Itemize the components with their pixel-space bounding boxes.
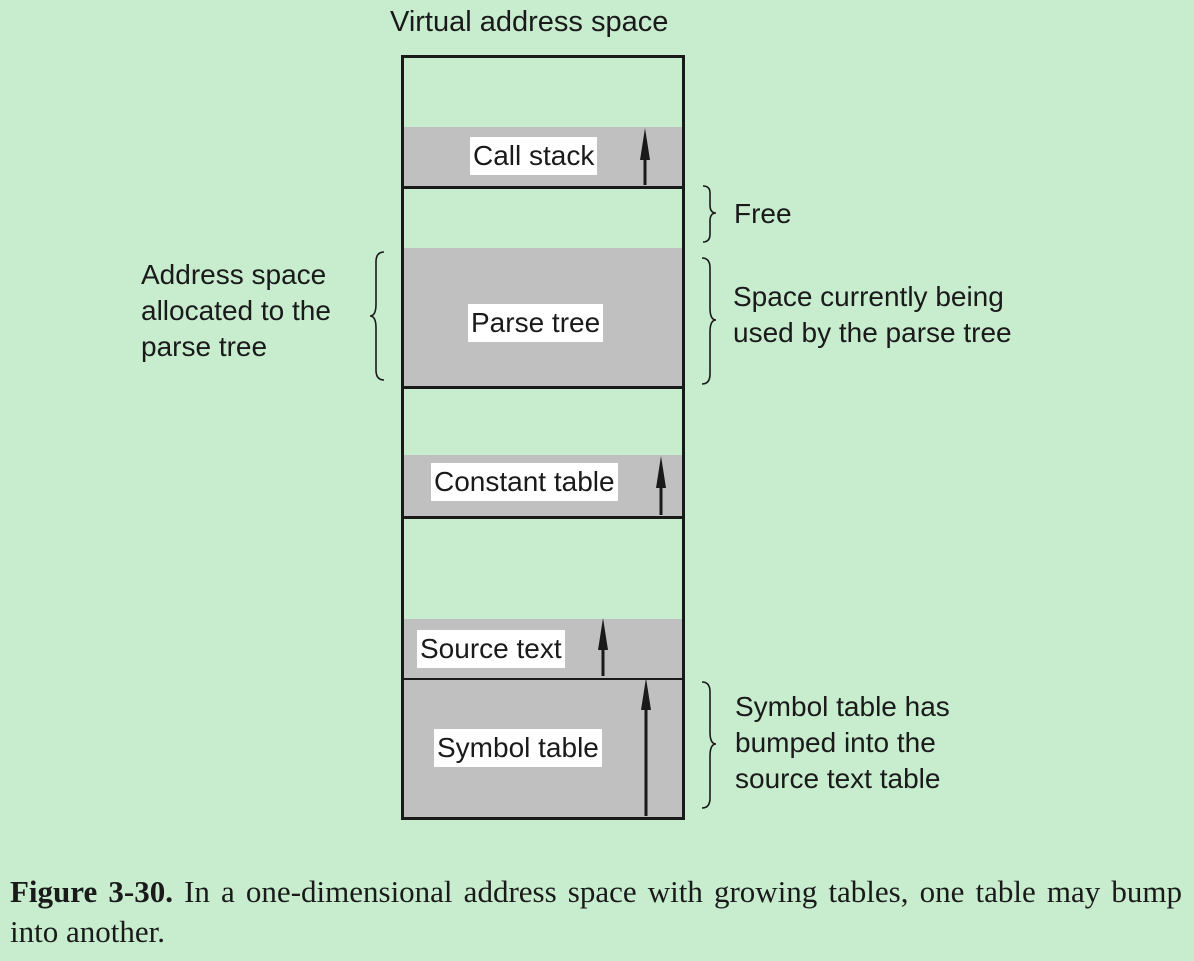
parse-tree-allocated-line-1: Address space	[141, 259, 327, 290]
source-text-segment: Source text	[404, 619, 682, 681]
parse-tree-allocated-annotation: Address space allocated to the parse tre…	[141, 257, 331, 365]
symbol-table-segment: Symbol table	[404, 680, 682, 817]
call-stack-segment: Call stack	[404, 127, 682, 189]
source-text-arrow	[598, 618, 608, 676]
parse-tree-used-annotation: Space currently being used by the parse …	[733, 279, 1012, 351]
parse-tree-label: Parse tree	[468, 304, 604, 342]
symbol-bumped-line-3: source text table	[735, 763, 941, 794]
symbol-bumped-line-2: bumped into the	[735, 727, 936, 758]
parse-tree-used-brace	[701, 257, 717, 385]
constant-table-segment: Constant table	[404, 455, 682, 519]
diagram-title: Virtual address space	[390, 6, 669, 38]
parse-tree-used-line-2: used by the parse tree	[733, 317, 1012, 348]
call-stack-label: Call stack	[470, 137, 598, 175]
figure-caption: Figure 3-30. In a one-dimensional addres…	[10, 872, 1182, 952]
constant-table-arrow	[656, 456, 666, 515]
symbol-bumped-annotation: Symbol table has bumped into the source …	[735, 689, 950, 797]
figure-caption-label: Figure 3-30.	[10, 874, 173, 909]
figure-caption-text: In a one-dimensional address space with …	[10, 874, 1183, 949]
virtual-address-space-column: Call stack Parse tree Constant table Sou…	[401, 55, 685, 820]
parse-tree-used-line-1: Space currently being	[733, 281, 1004, 312]
source-text-label: Source text	[417, 630, 565, 668]
symbol-bumped-brace	[701, 681, 717, 809]
call-stack-arrow	[640, 128, 650, 185]
constant-table-label: Constant table	[431, 463, 618, 501]
free-brace	[702, 185, 717, 243]
free-annotation: Free	[734, 198, 792, 229]
parse-tree-segment: Parse tree	[404, 248, 682, 389]
parse-tree-allocated-line-2: allocated to the	[141, 295, 331, 326]
symbol-bumped-line-1: Symbol table has	[735, 691, 950, 722]
parse-tree-allocated-line-3: parse tree	[141, 331, 268, 362]
symbol-table-arrow	[641, 678, 651, 816]
symbol-table-label: Symbol table	[434, 729, 602, 767]
parse-tree-allocated-brace	[369, 251, 385, 381]
